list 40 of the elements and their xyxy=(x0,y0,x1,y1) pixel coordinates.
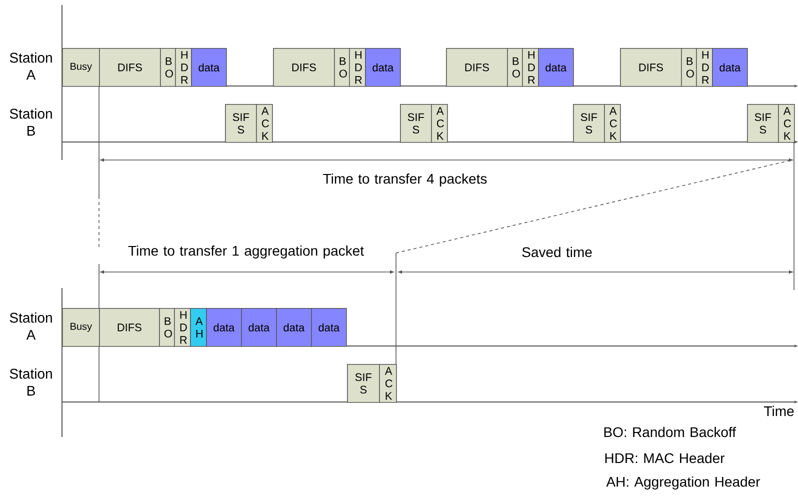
frame-box: A C K xyxy=(431,104,448,143)
frame-box: SIF S xyxy=(747,104,779,143)
station-label: Station B xyxy=(10,108,52,136)
frame-box: H D R xyxy=(696,48,713,87)
axis-label: Time xyxy=(764,406,794,416)
frame-box: A C K xyxy=(379,364,397,403)
header-box: A H xyxy=(190,308,207,347)
frame-box: A C K xyxy=(604,104,621,143)
data-box: data xyxy=(191,48,227,87)
legend-text: HDR: MAC Header xyxy=(605,452,725,464)
frame-box: SIF S xyxy=(573,104,605,143)
frame-box: B O xyxy=(334,48,350,87)
frame-box: B O xyxy=(160,48,176,87)
legend-text: BO: Random Backoff xyxy=(604,426,736,438)
frame-box: H D R xyxy=(175,48,192,87)
frame-box: SIF S xyxy=(225,104,257,143)
frame-box: A C K xyxy=(256,104,273,143)
frame-box: B O xyxy=(681,48,697,87)
data-box: data xyxy=(276,308,312,347)
data-box: data xyxy=(365,48,401,87)
dimension-label: Time to transfer 1 aggregation packet xyxy=(128,245,364,259)
data-box: data xyxy=(712,48,748,87)
frame-box: Busy xyxy=(62,48,100,87)
frame-box: Busy xyxy=(62,308,100,347)
data-box: data xyxy=(311,308,347,347)
legend-text: AH: Aggregation Header xyxy=(606,476,760,490)
data-box: data xyxy=(241,308,277,347)
frame-box: SIF S xyxy=(400,104,432,143)
frame-box: H D R xyxy=(349,48,366,87)
dimension-label: Time to transfer 4 packets xyxy=(323,173,487,187)
frame-box: H D R xyxy=(522,48,539,87)
frame-box: A C K xyxy=(778,104,795,143)
data-box: data xyxy=(538,48,574,87)
frame-box: SIF S xyxy=(347,364,380,403)
station-label: Station B xyxy=(10,368,52,396)
frame-box: B O xyxy=(159,308,175,347)
dimension-label: Saved time xyxy=(522,246,592,258)
frame-box: B O xyxy=(507,48,523,87)
frame-box: H D R xyxy=(174,308,191,347)
data-box: data xyxy=(206,308,242,347)
